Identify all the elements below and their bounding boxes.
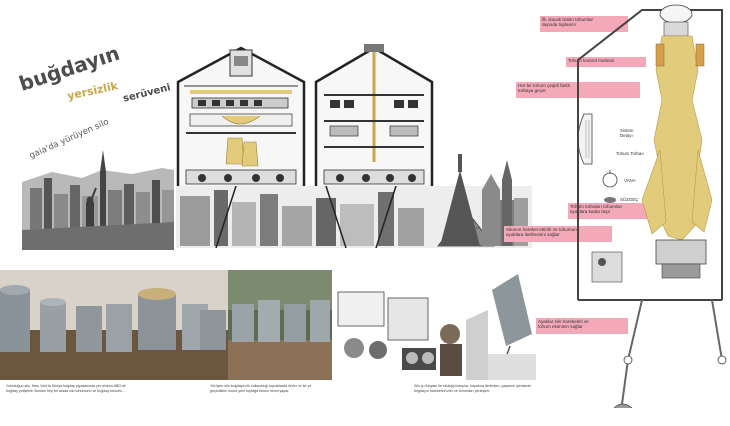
label-tohum-torbao: Tohum Torbao: [616, 151, 644, 156]
label-suzgec: SÜZGEÇ: [620, 197, 639, 202]
callout-bags: Her bir tohum çeşidi farklı torbaya geçe…: [518, 83, 571, 94]
callout-legs: Ayaklar silo hareketini ve tohum ekimini…: [538, 319, 589, 330]
city-collage: [22, 130, 174, 250]
callout-box-control: [566, 57, 646, 67]
silo-section-right: [310, 42, 438, 192]
bottom-panel-silo-right: [488, 270, 536, 380]
callout-box-carry: [568, 203, 664, 219]
silo-section-left: [172, 42, 310, 192]
title-word-yersizlik: yersizlik: [66, 79, 120, 103]
caption-1: Yolculuğun silo, New York'ta Dünya buğda…: [6, 384, 126, 393]
callout-control: Tohum kontrol merkezi: [568, 58, 615, 63]
bottom-panel-silos: [0, 270, 228, 380]
caption-3: Silo iş dünyası ile ekolojiyi karşılar, …: [414, 384, 532, 393]
callout-box-move: [504, 226, 612, 242]
title-word-seruveni: serüveni: [122, 82, 172, 105]
caption-2: Yürüyen silo buğdayın ilk kullanıldığı t…: [210, 384, 312, 393]
callout-box-legs: [536, 318, 628, 334]
walking-silo-section: [572, 0, 730, 426]
label-sistem-detayi: Sistem Detayı: [620, 128, 634, 139]
callout-depot: İlk olacak bütün tohumlar depoda toplanı…: [542, 17, 594, 28]
callout-move: Silonun hareket ettirilir ve tohumun aya…: [506, 227, 577, 238]
label-vana: VANA: [624, 178, 636, 183]
bottom-panel-people: [332, 270, 488, 380]
callout-box-depot: [540, 16, 628, 32]
bottom-panel-field: [228, 270, 332, 380]
